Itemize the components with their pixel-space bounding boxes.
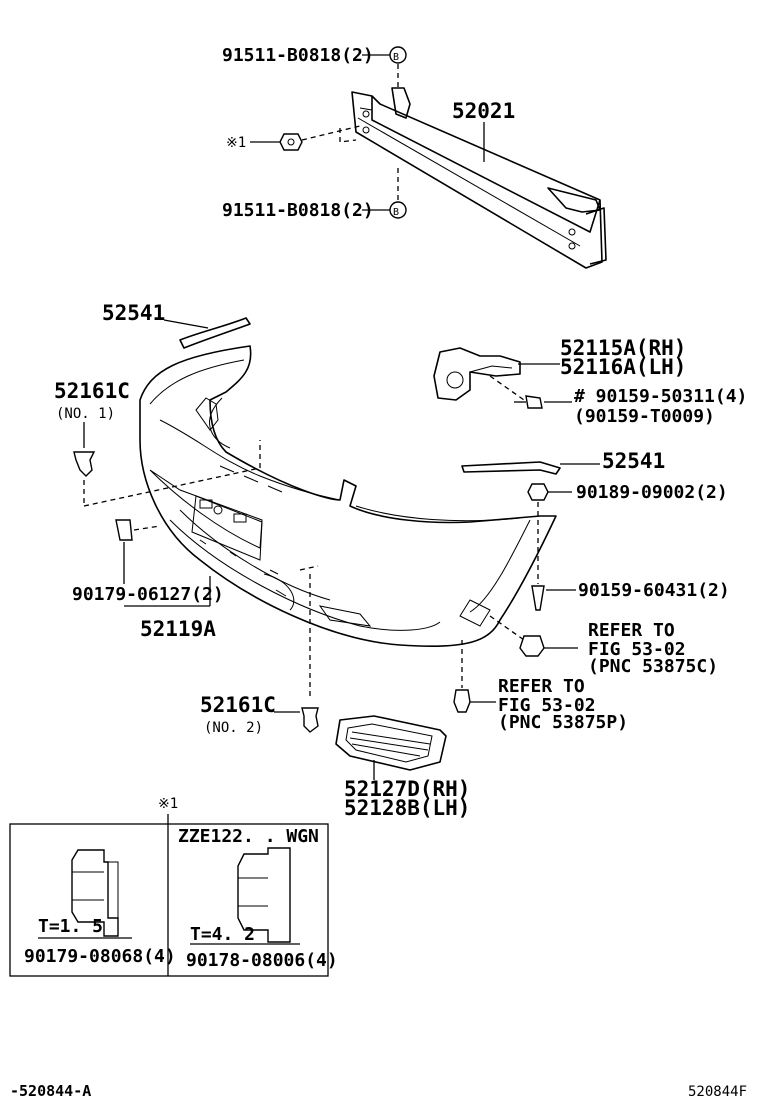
label-clip-no1-sub: (NO. 1) xyxy=(56,406,115,422)
label-screw-2: 90159-60431(2) xyxy=(578,580,730,601)
screw-icon xyxy=(531,585,545,611)
molding-right xyxy=(461,461,561,475)
nut-icon xyxy=(71,849,119,937)
label-mark-ref: ※1 xyxy=(226,135,246,151)
footer-left: -520844-A xyxy=(10,1082,91,1100)
bolt-b-icon: B xyxy=(389,46,407,64)
label-bolt-top: 91511-B0818(2) xyxy=(222,45,374,66)
label-wgn: ZZE122. . WGN xyxy=(178,826,319,847)
clip-icon xyxy=(301,707,319,733)
screw-icon xyxy=(514,395,543,409)
nut-icon xyxy=(279,133,303,151)
label-nut-plate: 90179-06127(2) xyxy=(72,584,224,605)
clip-icon xyxy=(115,519,133,541)
label-molding-left: 52541 xyxy=(102,301,165,325)
screw-icon xyxy=(453,689,471,713)
label-thickness-2: T=4. 2 xyxy=(190,924,255,945)
label-retainer-lh: 52116A(LH) xyxy=(560,355,686,379)
label-refer2-a: REFER TO xyxy=(498,676,585,697)
label-screw-1: # 90159-50311(4) xyxy=(574,386,747,407)
label-refer1-c: (PNC 53875C) xyxy=(588,656,718,677)
bumper-cover xyxy=(139,345,557,648)
label-clip-no2-sub: (NO. 2) xyxy=(204,720,263,736)
label-screw-1-alt: (90159-T0009) xyxy=(574,406,715,427)
clip-icon xyxy=(73,451,96,477)
detail-box xyxy=(9,823,329,977)
label-molding-right: 52541 xyxy=(602,449,665,473)
label-retainer-rh: 52115A(RH) xyxy=(560,336,686,360)
svg-text:B: B xyxy=(393,52,399,63)
label-nut-b: 90178-08006(4) xyxy=(186,950,338,971)
label-clip-no1: 52161C xyxy=(54,379,130,403)
label-grille-rh: 52127D(RH) xyxy=(344,777,470,801)
label-nut-right: 90189-09002(2) xyxy=(576,482,728,503)
molding-left xyxy=(179,317,251,349)
clip-icon xyxy=(519,635,545,657)
label-cover: 52119A xyxy=(140,617,216,641)
bolt-b-icon: B xyxy=(389,201,407,219)
bumper-reinforcement xyxy=(351,87,607,269)
footer-right: 520844F xyxy=(688,1084,747,1100)
label-refer2-c: (PNC 53875P) xyxy=(498,712,628,733)
label-clip-no2: 52161C xyxy=(200,693,276,717)
label-thickness-1: T=1. 5 xyxy=(38,916,103,937)
fog-lamp-cover xyxy=(335,715,447,771)
label-nut-a: 90179-08068(4) xyxy=(24,946,176,967)
label-refer1-a: REFER TO xyxy=(588,620,675,641)
label-detail-mark: ※1 xyxy=(158,796,178,812)
label-refer1-b: FIG 53-02 xyxy=(588,639,686,660)
label-bolt-bottom: 91511-B0818(2) xyxy=(222,200,374,221)
label-grille-lh: 52128B(LH) xyxy=(344,796,470,820)
svg-text:B: B xyxy=(393,207,399,218)
bumper-retainer xyxy=(433,347,521,401)
label-refer2-b: FIG 53-02 xyxy=(498,695,596,716)
nut-icon xyxy=(237,847,291,943)
label-reinforcement: 52021 xyxy=(452,99,515,123)
nut-icon xyxy=(527,483,549,501)
